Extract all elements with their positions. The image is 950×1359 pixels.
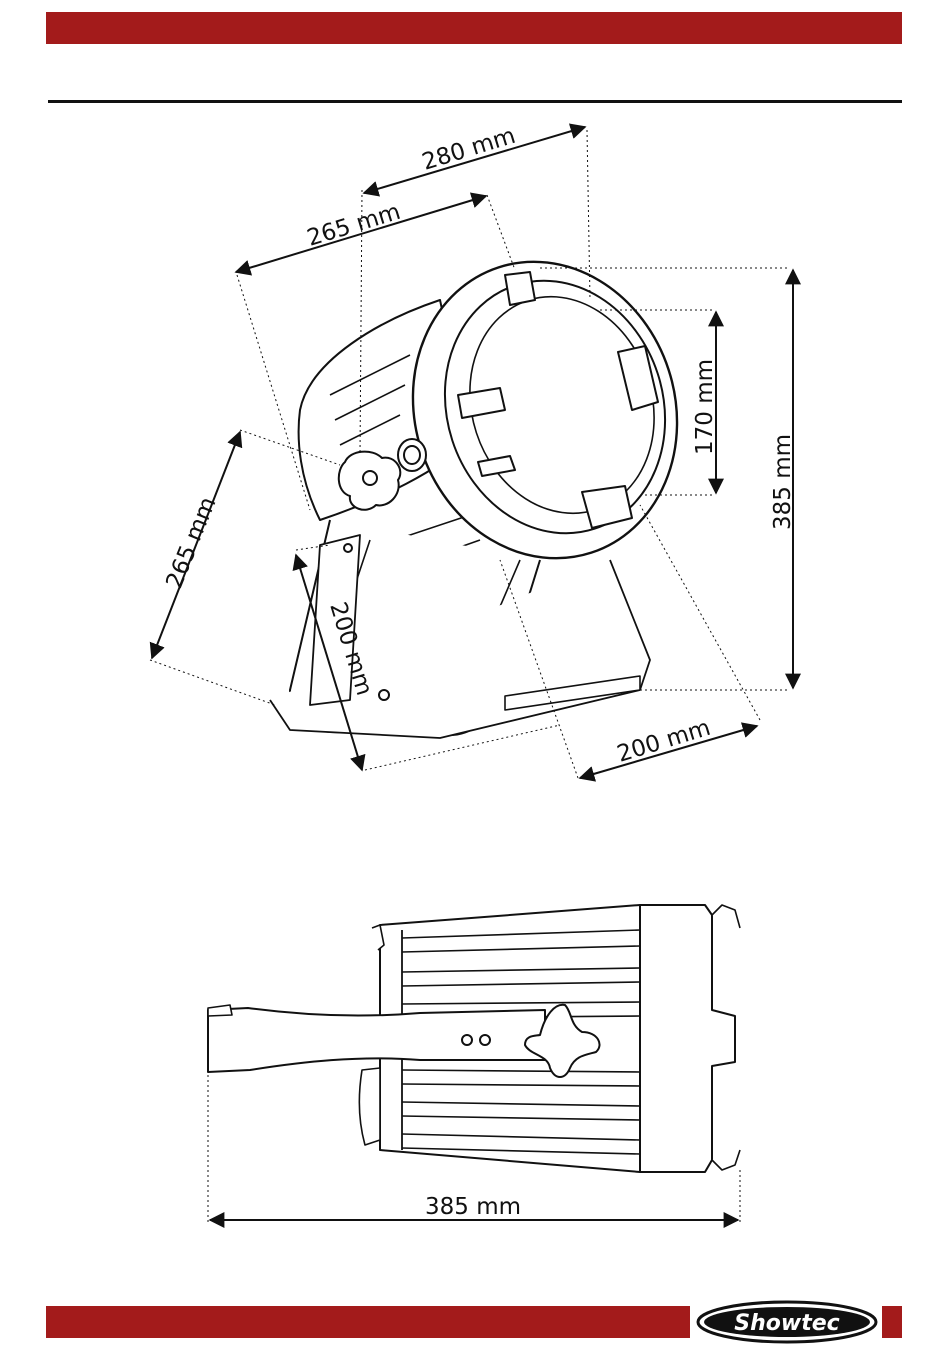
dim-label-385-length: 385 mm (425, 1194, 521, 1220)
dim-label-170: 170 mm (692, 359, 718, 455)
footer-bar-end (882, 1306, 902, 1338)
dim-label-200-base: 200 mm (614, 715, 713, 768)
front-view-fixture (270, 227, 715, 738)
logo-text: Showtec (734, 1311, 839, 1336)
dim-label-280: 280 mm (419, 123, 518, 176)
showtec-logo: Showtec (696, 1300, 878, 1344)
side-view-fixture (208, 905, 740, 1172)
dim-label-265-front: 265 mm (304, 199, 403, 252)
dim-label-385-height: 385 mm (770, 434, 796, 530)
footer-bar (46, 1306, 690, 1338)
dim-label-265-side: 265 mm (161, 493, 221, 592)
side-dimension-labels: 385 mm (425, 1194, 521, 1220)
